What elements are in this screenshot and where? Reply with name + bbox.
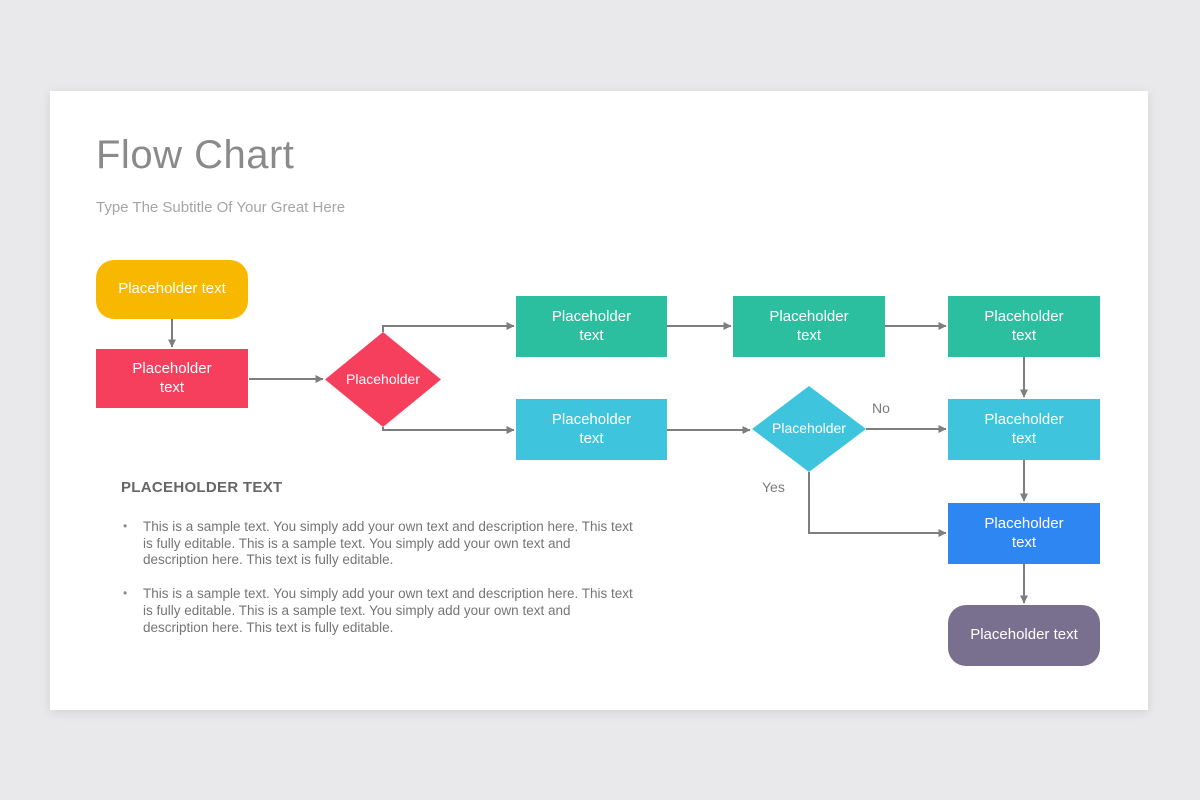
flow-node-label: Placeholder text xyxy=(984,307,1064,344)
notes-list: This is a sample text. You simply add yo… xyxy=(121,519,633,653)
notes-bullet-text: This is a sample text. You simply add yo… xyxy=(143,519,633,568)
slide-subtitle: Type The Subtitle Of Your Great Here xyxy=(96,199,346,216)
notes-bullet-text: This is a sample text. You simply add yo… xyxy=(143,586,633,635)
flow-node-label: Placeholder xyxy=(346,370,420,387)
notes-heading: PLACEHOLDER TEXT xyxy=(121,479,283,496)
flow-node-decision2: Placeholder xyxy=(752,386,866,472)
flow-node-branch-bottom-1: Placeholder text xyxy=(516,399,667,460)
slide-title: Flow Chart xyxy=(96,133,295,177)
flow-node-branch-top-1: Placeholder text xyxy=(516,296,667,357)
flow-node-end: Placeholder text xyxy=(948,605,1100,666)
flow-node-no-target: Placeholder text xyxy=(948,399,1100,460)
flow-node-label: Placeholder xyxy=(772,420,846,437)
slide: Flow Chart Type The Subtitle Of Your Gre… xyxy=(50,91,1148,710)
edge-label-yes: Yes xyxy=(762,479,785,495)
notes-bullet: This is a sample text. You simply add yo… xyxy=(121,519,633,569)
arrow-decision2-yes xyxy=(808,472,947,537)
flow-node-branch-top-2: Placeholder text xyxy=(733,296,885,357)
flow-node-label: Placeholder text xyxy=(551,307,632,344)
flow-node-decision1: Placeholder xyxy=(325,332,441,427)
flow-node-label: Placeholder text xyxy=(551,410,632,447)
flow-node-label: Placeholder text xyxy=(769,307,849,344)
flow-node-step1: Placeholder text xyxy=(96,349,248,408)
flow-node-branch-top-3: Placeholder text xyxy=(948,296,1100,357)
flow-node-label: Placeholder text xyxy=(984,410,1064,447)
edge-label-no: No xyxy=(872,400,890,416)
flow-node-label: Placeholder text xyxy=(118,280,226,298)
arrow-decision1-to-bottom1 xyxy=(382,426,515,434)
flow-node-label: Placeholder text xyxy=(970,626,1078,644)
arrow-decision1-to-top1 xyxy=(382,322,515,332)
notes-bullet: This is a sample text. You simply add yo… xyxy=(121,586,633,636)
flow-node-yes-target: Placeholder text xyxy=(948,503,1100,564)
flow-node-label: Placeholder text xyxy=(132,359,212,396)
flow-node-start: Placeholder text xyxy=(96,260,248,319)
flow-node-label: Placeholder text xyxy=(984,514,1064,551)
